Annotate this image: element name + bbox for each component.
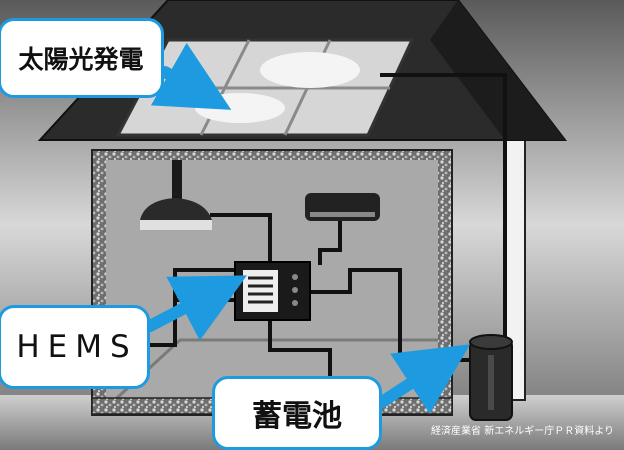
callout-solar-power: 太陽光発電 (0, 18, 164, 98)
battery-unit (469, 334, 513, 421)
source-note: 経済産業省 新エネルギー庁ＰＲ資料より (431, 426, 614, 437)
callout-hems: HEMS (0, 305, 150, 389)
air-conditioner (305, 193, 380, 221)
arrow-solar (150, 42, 232, 110)
arrows (144, 42, 471, 414)
roof-side (430, 0, 565, 140)
callout-storage-battery: 蓄電池 (212, 376, 382, 450)
ceiling-light (140, 160, 212, 230)
hems-monitor (234, 261, 311, 321)
arrow-battery (376, 344, 471, 414)
arrow-hems (144, 275, 247, 341)
